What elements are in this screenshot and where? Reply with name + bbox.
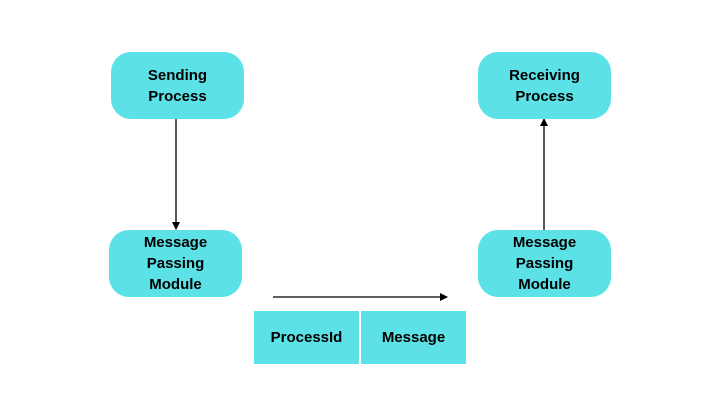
receiver-message-passing-module: Message Passing Module: [478, 230, 611, 297]
packet-processid-field: ProcessId: [254, 311, 359, 364]
packet-message-field: Message: [361, 311, 466, 364]
sender-message-passing-module: Message Passing Module: [109, 230, 242, 297]
receiving-process-node: Receiving Process: [478, 52, 611, 119]
sending-process-node: Sending Process: [111, 52, 244, 119]
